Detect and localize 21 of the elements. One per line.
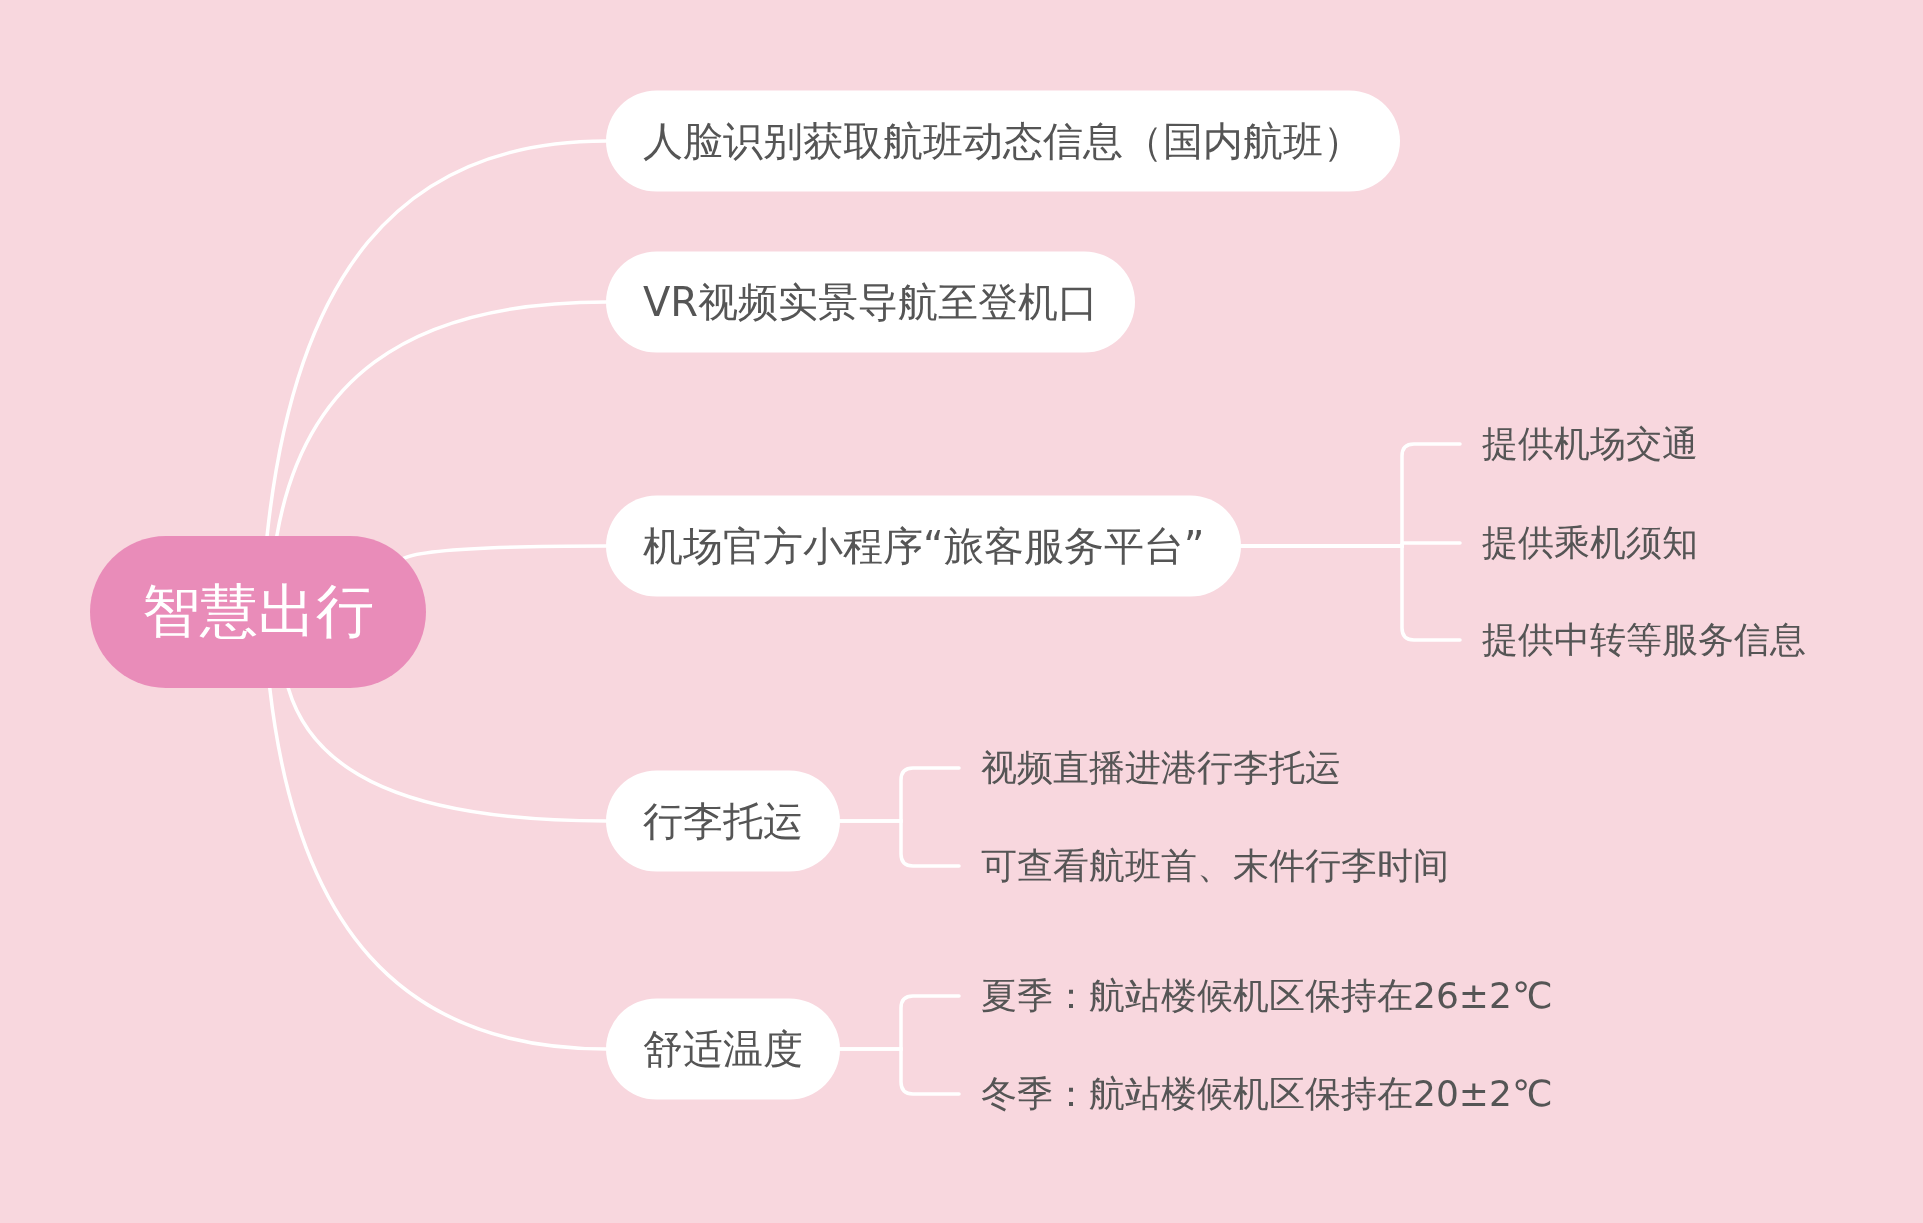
subtopic-label: 提供乘机须知 — [1482, 521, 1698, 565]
topic-box: 舒适温度 — [606, 998, 840, 1100]
connector-line — [838, 819, 961, 868]
subtopic-label: 冬季：航站楼候机区保持在20±2℃ — [981, 1072, 1553, 1116]
topic-box: 机场官方小程序“旅客服务平台” — [606, 495, 1242, 597]
subtopic-label: 提供中转等服务信息 — [1482, 618, 1806, 662]
subtopic-label: 视频直播进港行李托运 — [981, 746, 1341, 790]
connector-line — [268, 686, 608, 1051]
connector-line — [286, 686, 608, 823]
central-topic: 智慧出行 — [90, 536, 426, 688]
subtopic-label: 提供机场交通 — [1482, 422, 1698, 466]
connector-line — [265, 139, 608, 538]
topic-box: VR视频实景导航至登机口 — [606, 251, 1136, 353]
connector-line — [1239, 544, 1462, 642]
connector-line — [275, 300, 608, 538]
topic-box: 行李托运 — [606, 770, 840, 872]
connector-line — [838, 1047, 961, 1096]
subtopic-label: 可查看航班首、末件行李时间 — [981, 844, 1449, 888]
subtopic-label: 夏季：航站楼候机区保持在26±2℃ — [981, 974, 1553, 1018]
connector-line — [402, 544, 608, 560]
topic-box: 人脸识别获取航班动态信息（国内航班） — [606, 90, 1400, 192]
